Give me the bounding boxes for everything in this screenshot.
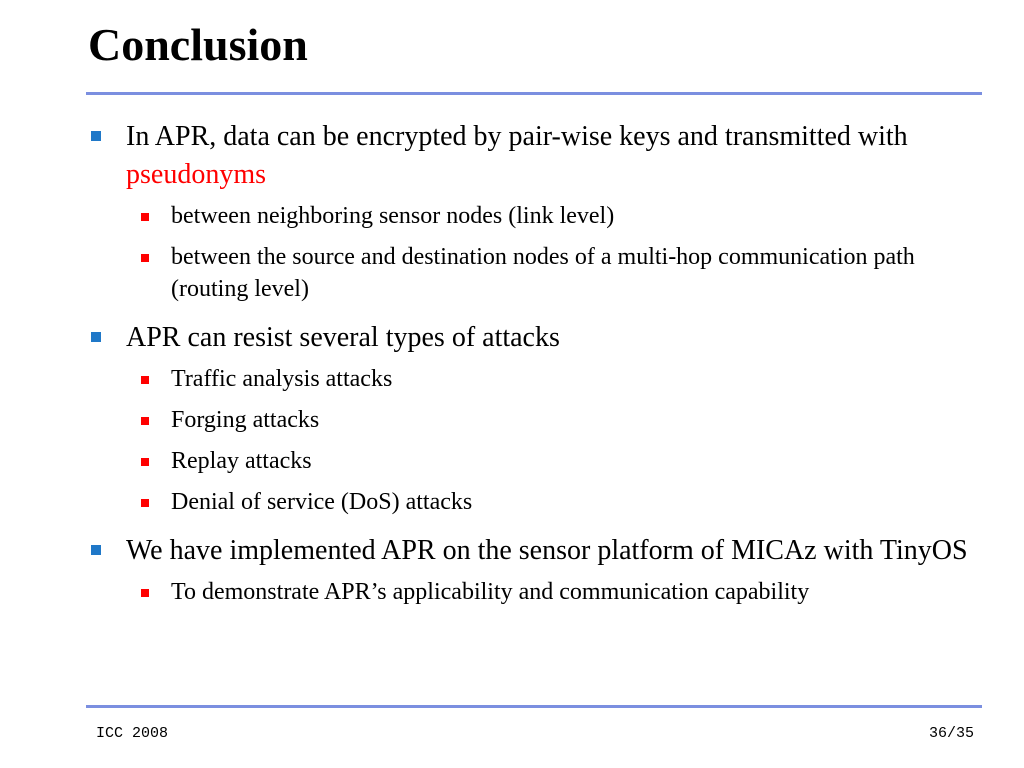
square-bullet-icon (141, 213, 149, 221)
bullet-item: APR can resist several types of attacks (88, 319, 968, 357)
sub-bullet-text: between neighboring sensor nodes (link l… (171, 203, 615, 229)
sub-bullet-item: Denial of service (DoS) attacks (88, 486, 968, 518)
title-divider (86, 92, 982, 95)
bullet-item: In APR, data can be encrypted by pair-wi… (88, 118, 968, 194)
square-bullet-icon (141, 458, 149, 466)
slide-title: Conclusion (88, 19, 308, 70)
bullet-text: We have implemented APR on the sensor pl… (126, 535, 968, 566)
footer-page-number: 36/35 (928, 725, 974, 742)
square-bullet-icon (141, 499, 149, 507)
square-bullet-icon (91, 131, 101, 141)
sub-bullet-item: between neighboring sensor nodes (link l… (88, 200, 968, 232)
sub-bullet-text: To demonstrate APR’s applicability and c… (171, 579, 810, 605)
square-bullet-icon (141, 376, 149, 384)
footer-divider (86, 705, 982, 708)
sub-bullet-text: between the source and destination nodes… (171, 244, 915, 302)
sub-bullet-item: Replay attacks (88, 445, 968, 477)
square-bullet-icon (91, 545, 101, 555)
bullet-text: APR can resist several types of attacks (126, 322, 560, 353)
square-bullet-icon (141, 589, 149, 597)
sub-bullet-text: Replay attacks (171, 448, 312, 474)
sub-bullet-text: Forging attacks (171, 407, 320, 433)
bullet-item: We have implemented APR on the sensor pl… (88, 532, 968, 570)
highlighted-term: pseudonyms (126, 159, 266, 190)
sub-bullet-text: Traffic analysis attacks (171, 366, 393, 392)
square-bullet-icon (141, 254, 149, 262)
sub-bullet-item: Forging attacks (88, 404, 968, 436)
bullet-list: In APR, data can be encrypted by pair-wi… (88, 118, 968, 608)
square-bullet-icon (91, 332, 101, 342)
sub-bullet-item: To demonstrate APR’s applicability and c… (88, 576, 968, 608)
sub-bullet-item: between the source and destination nodes… (88, 241, 968, 305)
sub-bullet-text: Denial of service (DoS) attacks (171, 489, 473, 515)
footer-conference: ICC 2008 (96, 725, 169, 742)
square-bullet-icon (141, 417, 149, 425)
sub-bullet-item: Traffic analysis attacks (88, 363, 968, 395)
bullet-text: In APR, data can be encrypted by pair-wi… (126, 121, 908, 152)
